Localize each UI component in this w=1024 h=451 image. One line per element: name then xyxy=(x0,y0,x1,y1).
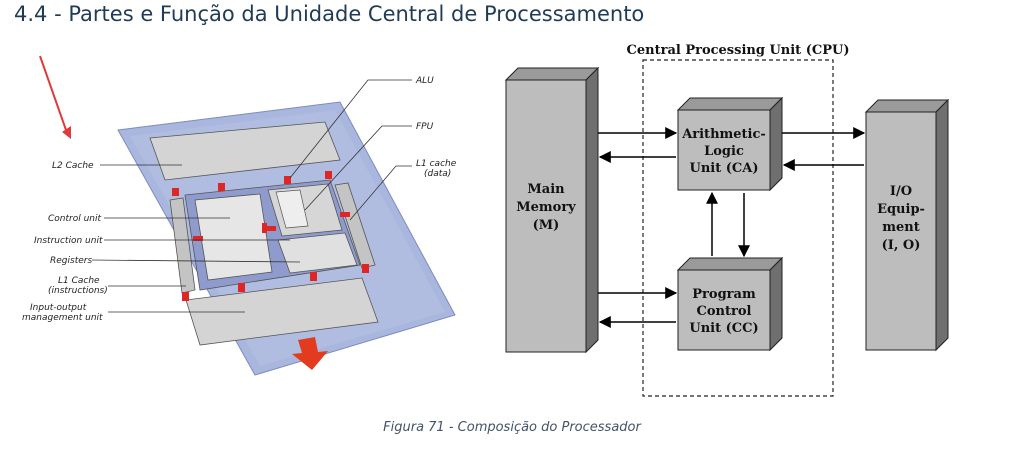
program-control-unit-box: Program Control Unit (CC) xyxy=(676,256,784,352)
svg-text:Equip-: Equip- xyxy=(877,202,925,217)
label-l1-instr-1: L1 Cache xyxy=(58,276,100,286)
svg-text:I/O: I/O xyxy=(890,184,912,199)
l2-cache-block xyxy=(149,121,341,181)
svg-text:Program: Program xyxy=(692,287,756,302)
label-l1-instr-2: (instructions) xyxy=(48,286,108,296)
label-fpu: FPU xyxy=(416,122,434,132)
svg-text:(I, O): (I, O) xyxy=(882,238,921,253)
label-l1-data-2: (data) xyxy=(424,169,451,179)
label-io-1: Input-output xyxy=(30,303,87,313)
svg-text:(M): (M) xyxy=(533,218,560,233)
io-equipment-box: I/O Equip- ment (I, O) xyxy=(864,98,950,352)
label-l1-data-1: L1 cache xyxy=(416,159,457,169)
cpu-chip-figure: ALU FPU L1 cache (data) L2 Cache Control… xyxy=(22,55,457,376)
control-unit-block xyxy=(194,193,273,281)
svg-text:Unit (CC): Unit (CC) xyxy=(689,321,758,336)
label-instruction-unit: Instruction unit xyxy=(34,236,103,246)
output-arrow-icon xyxy=(292,337,328,370)
l1-data-block xyxy=(334,182,376,269)
svg-text:Unit (CA): Unit (CA) xyxy=(690,161,759,176)
label-alu: ALU xyxy=(415,76,434,86)
cpu-boundary xyxy=(642,59,834,397)
cpu-block-diagram: Central Processing Unit (CPU) Main Memor… xyxy=(504,43,950,397)
l1-instr-block xyxy=(169,197,196,294)
section-title: 4.4 - Partes e Função da Unidade Central… xyxy=(14,2,645,26)
label-io-2: management unit xyxy=(22,313,103,323)
data-flow-arrows xyxy=(598,127,866,328)
io-management-block xyxy=(185,277,379,346)
svg-text:Logic: Logic xyxy=(704,144,744,159)
label-registers: Registers xyxy=(50,256,92,266)
main-memory-box: Main Memory (M) xyxy=(504,66,600,354)
red-connectors xyxy=(172,171,369,301)
label-control-unit: Control unit xyxy=(48,214,102,224)
svg-text:Main: Main xyxy=(527,182,565,197)
svg-text:Memory: Memory xyxy=(516,200,576,215)
svg-text:Control: Control xyxy=(697,304,752,319)
alu-box: Arithmetic- Logic Unit (CA) xyxy=(676,96,784,192)
svg-text:Arithmetic-: Arithmetic- xyxy=(681,127,766,142)
label-l2-cache: L2 Cache xyxy=(52,161,94,171)
red-arrow-icon xyxy=(39,55,71,139)
svg-text:ment: ment xyxy=(882,220,919,235)
figure-caption: Figura 71 - Composição do Processador xyxy=(383,420,641,435)
cpu-title: Central Processing Unit (CPU) xyxy=(627,43,850,58)
